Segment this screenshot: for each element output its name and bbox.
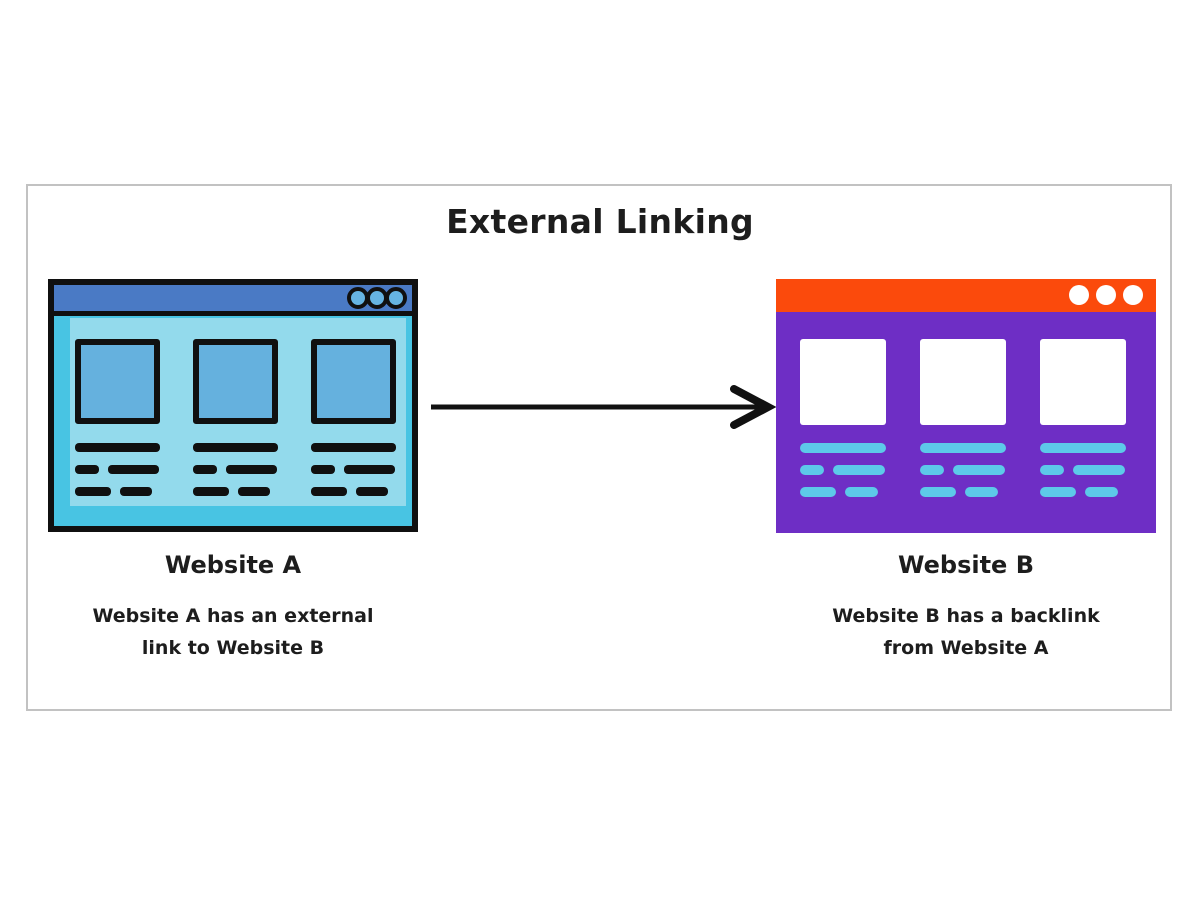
text-line [119,487,152,496]
website-b-window [776,279,1156,533]
window-control-dot-icon [1096,285,1116,305]
image-placeholder [1040,339,1126,425]
text-lines [920,443,1006,497]
text-lines [193,443,278,496]
website-a-titlebar [54,285,412,316]
website-b-caption: Website B has a backlink from Website A [766,600,1166,664]
caption-line: Website A has an external [92,605,374,627]
text-line [107,465,159,474]
text-line [1040,487,1077,497]
text-line [800,443,886,453]
window-control-dot-icon [1123,285,1143,305]
text-line [1040,443,1126,453]
text-line [225,465,277,474]
caption-line: Website B has a backlink [832,605,1100,627]
text-line [800,465,825,475]
text-lines [800,443,886,497]
content-column [800,339,886,509]
text-line [920,487,957,497]
image-placeholder [311,339,396,424]
window-buttons-a [347,287,407,309]
text-line [845,487,878,497]
text-line [75,465,99,474]
text-line [953,465,1005,475]
website-b-content [776,312,1156,533]
text-line [193,443,278,452]
website-a-columns [75,339,396,509]
caption-line: link to Website B [141,637,325,659]
text-line [920,443,1006,453]
caption-line: from Website A [883,637,1049,659]
content-column [193,339,278,509]
text-line [800,487,837,497]
window-control-dot-icon [385,287,407,309]
content-column [75,339,160,509]
text-lines [75,443,160,496]
image-placeholder [920,339,1006,425]
image-placeholder [75,339,160,424]
website-a-window [48,279,418,532]
website-a-caption: Website A has an external link to Websit… [33,600,433,664]
text-line [311,487,347,496]
text-line [193,465,217,474]
text-line [343,465,395,474]
text-line [311,465,335,474]
content-column [920,339,1006,509]
text-line [833,465,885,475]
website-b-label: Website B [898,551,1034,579]
window-control-dot-icon [1069,285,1089,305]
text-line [75,487,111,496]
text-line [311,443,396,452]
arrow-icon [431,385,777,429]
text-line [965,487,998,497]
text-line [920,465,945,475]
text-line [75,443,160,452]
image-placeholder [800,339,886,425]
text-lines [311,443,396,496]
text-line [355,487,388,496]
website-a-content [54,316,412,526]
image-placeholder [193,339,278,424]
window-buttons-b [1069,285,1143,305]
content-column [1040,339,1126,509]
text-line [1040,465,1065,475]
website-a-label: Website A [164,551,302,579]
text-line [193,487,229,496]
text-line [1085,487,1118,497]
text-lines [1040,443,1126,497]
text-line [1073,465,1125,475]
website-b-columns [800,339,1126,509]
text-line [237,487,270,496]
external-link-arrow [428,384,777,430]
website-b-titlebar [776,279,1156,312]
content-column [311,339,396,509]
diagram-title: External Linking [446,202,754,241]
